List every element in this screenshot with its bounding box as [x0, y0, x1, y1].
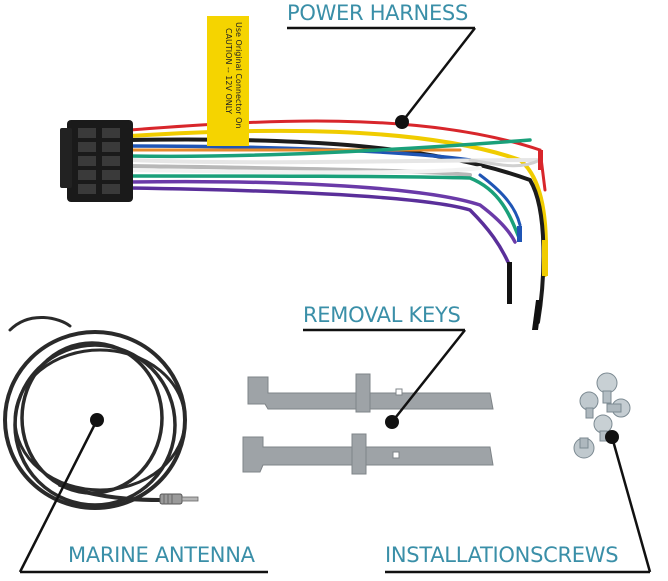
screw-1	[596, 372, 618, 404]
antenna-plug	[159, 493, 199, 505]
removal-key-bottom	[242, 433, 494, 475]
harness-connector	[60, 120, 133, 202]
caution-tag: CAUTION -- 12V ONLY Use Original Connect…	[207, 16, 249, 146]
wire-purple-b	[128, 186, 510, 264]
label-installation-screws: INSTALLATIONSCREWS	[385, 543, 619, 567]
wire-green-b	[128, 174, 522, 242]
wire-white-a	[128, 158, 542, 165]
wire-blue-b	[478, 173, 522, 227]
wire-red	[128, 119, 547, 192]
label-marine-antenna: MARINE ANTENNA	[68, 543, 255, 567]
wire-white-b	[128, 166, 482, 175]
removal-keys	[242, 373, 494, 475]
removal-key-top	[247, 373, 494, 413]
caution-tag-line1: CAUTION -- 12V ONLY	[224, 28, 233, 114]
label-removal-keys: REMOVAL KEYS	[303, 303, 461, 327]
wire-white-tail	[468, 158, 542, 168]
marine-antenna	[3, 315, 199, 510]
wire-purple-a	[128, 179, 517, 244]
caution-tag-line2: Use Original Connector On	[234, 22, 243, 129]
screw-3	[606, 398, 631, 418]
screw-4	[593, 414, 613, 442]
power-harness: CAUTION -- 12V ONLY Use Original Connect…	[60, 16, 548, 330]
wire-green-a	[128, 138, 532, 159]
wire-tips	[507, 150, 548, 330]
installation-screws	[573, 372, 631, 459]
label-power-harness: POWER HARNESS	[287, 1, 468, 25]
callout-lines	[18, 26, 652, 574]
screw-5	[573, 437, 595, 459]
screw-2	[579, 391, 599, 419]
wire-gray	[128, 164, 472, 177]
